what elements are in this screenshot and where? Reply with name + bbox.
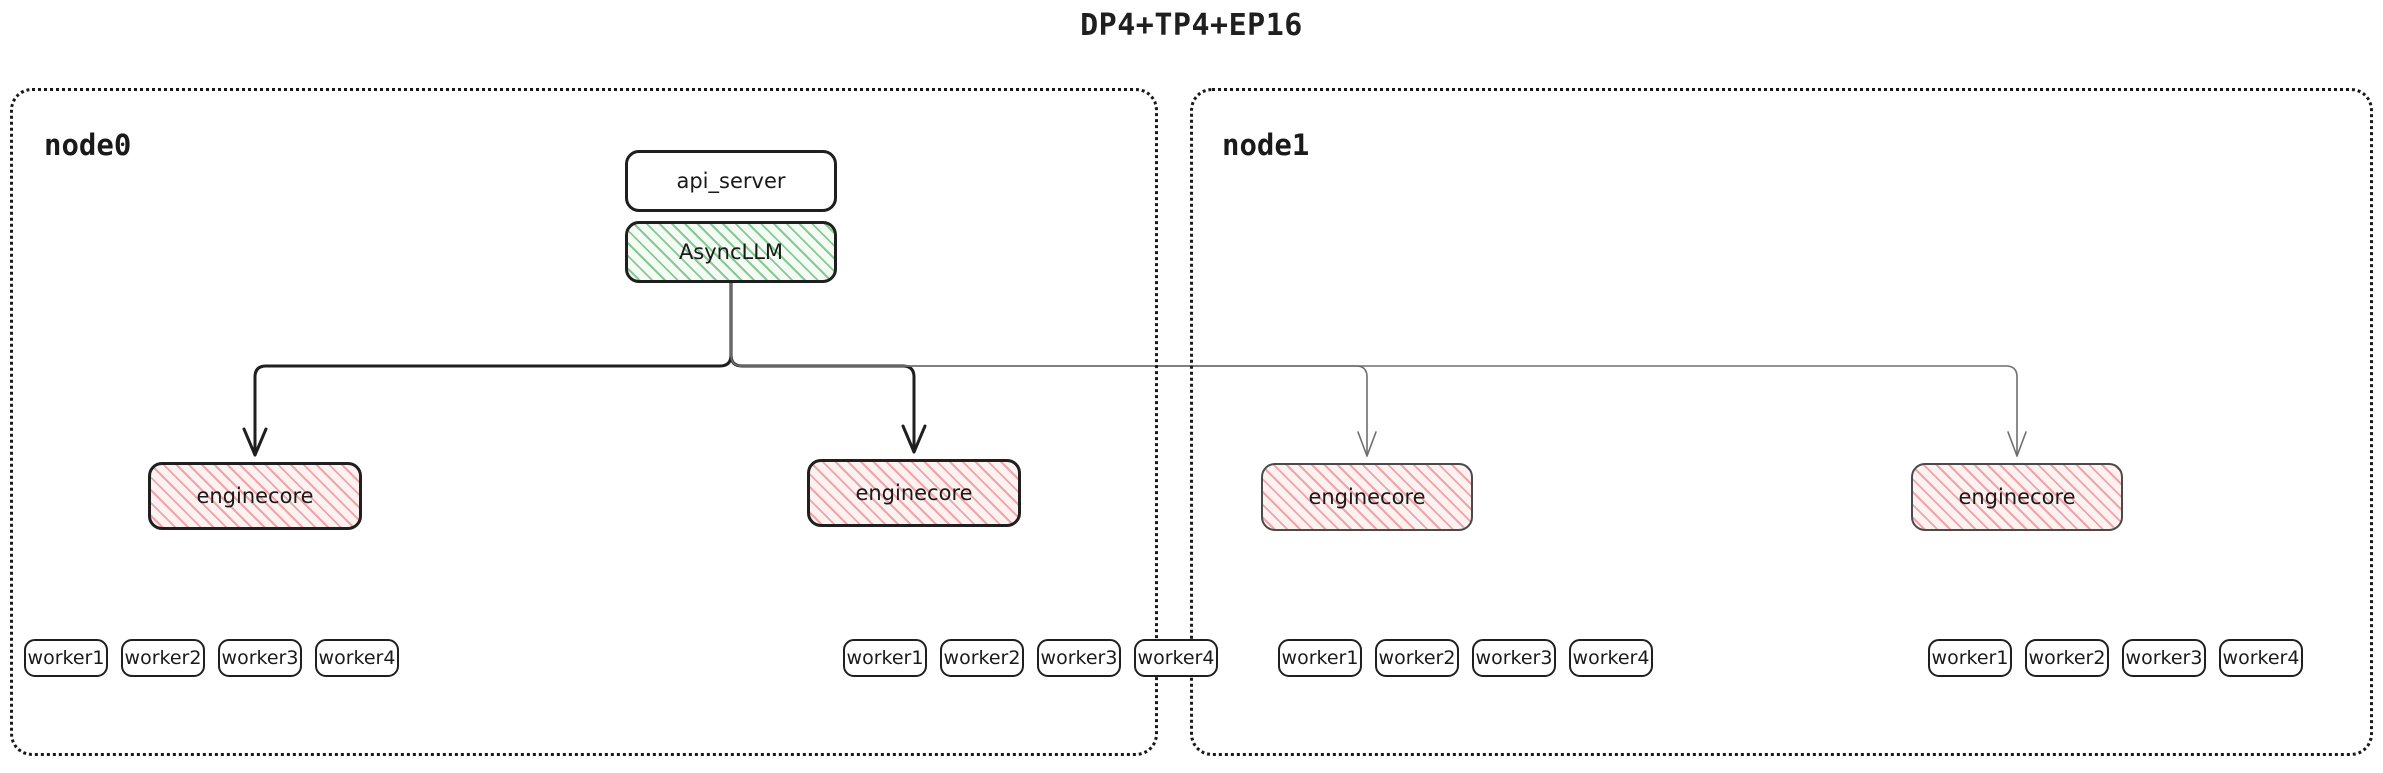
box-label-async-llm: AsyncLLM (678, 240, 784, 264)
worker-chip[interactable]: worker3 (2122, 639, 2206, 677)
worker-chip[interactable]: worker1 (1928, 639, 2012, 677)
worker-chip[interactable]: worker4 (2219, 639, 2303, 677)
node-label-node0: node0 (44, 128, 132, 162)
worker-chip[interactable]: worker2 (940, 639, 1024, 677)
worker-chip[interactable]: worker1 (1278, 639, 1362, 677)
worker-chip[interactable]: worker2 (121, 639, 205, 677)
worker-chip[interactable]: worker3 (218, 639, 302, 677)
worker-chip[interactable]: worker2 (1375, 639, 1459, 677)
worker-chip[interactable]: worker4 (1134, 639, 1218, 677)
worker-chip[interactable]: worker4 (1569, 639, 1653, 677)
page-title: DP4+TP4+EP16 (1080, 8, 1303, 43)
box-label-enginecore-2: enginecore (1308, 485, 1426, 509)
box-enginecore-3[interactable]: enginecore (1911, 463, 2123, 531)
box-label-enginecore-1: enginecore (855, 481, 973, 505)
box-enginecore-2[interactable]: enginecore (1261, 463, 1473, 531)
worker-chip[interactable]: worker4 (315, 639, 399, 677)
worker-chip[interactable]: worker3 (1472, 639, 1556, 677)
worker-chip[interactable]: worker1 (24, 639, 108, 677)
worker-chip[interactable]: worker1 (843, 639, 927, 677)
box-label-api-server: api_server (676, 169, 786, 193)
box-async-llm[interactable]: AsyncLLM (625, 221, 837, 283)
box-api-server[interactable]: api_server (625, 150, 837, 212)
box-label-enginecore-0: enginecore (196, 484, 314, 508)
worker-chip[interactable]: worker3 (1037, 639, 1121, 677)
box-enginecore-0[interactable]: enginecore (148, 462, 362, 530)
node-label-node1: node1 (1222, 128, 1310, 162)
worker-chip[interactable]: worker2 (2025, 639, 2109, 677)
box-enginecore-1[interactable]: enginecore (807, 459, 1021, 527)
box-label-enginecore-3: enginecore (1958, 485, 2076, 509)
